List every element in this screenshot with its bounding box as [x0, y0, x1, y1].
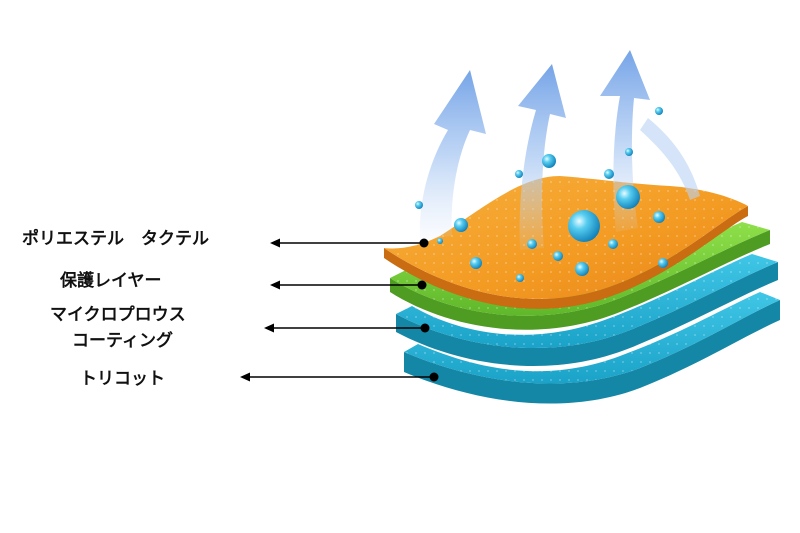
up-arrow-icon — [600, 50, 700, 232]
pointer-microporous — [264, 323, 430, 333]
label-polyester: ポリエステル タクテル — [22, 229, 209, 249]
pointer-polyester — [270, 238, 429, 248]
tricot-layer — [404, 292, 780, 404]
pointer-protective — [270, 280, 427, 290]
up-arrow-icon — [419, 70, 486, 240]
label-protective: 保護レイヤー — [60, 271, 162, 291]
label-microporous: マイクロプロウス コーティング — [50, 305, 186, 351]
pointer-tricot — [240, 372, 439, 382]
water-drop-icon — [415, 107, 668, 282]
up-arrow-icon — [518, 64, 566, 250]
microporous-layer — [396, 254, 778, 366]
label-tricot: トリコット — [80, 369, 165, 389]
